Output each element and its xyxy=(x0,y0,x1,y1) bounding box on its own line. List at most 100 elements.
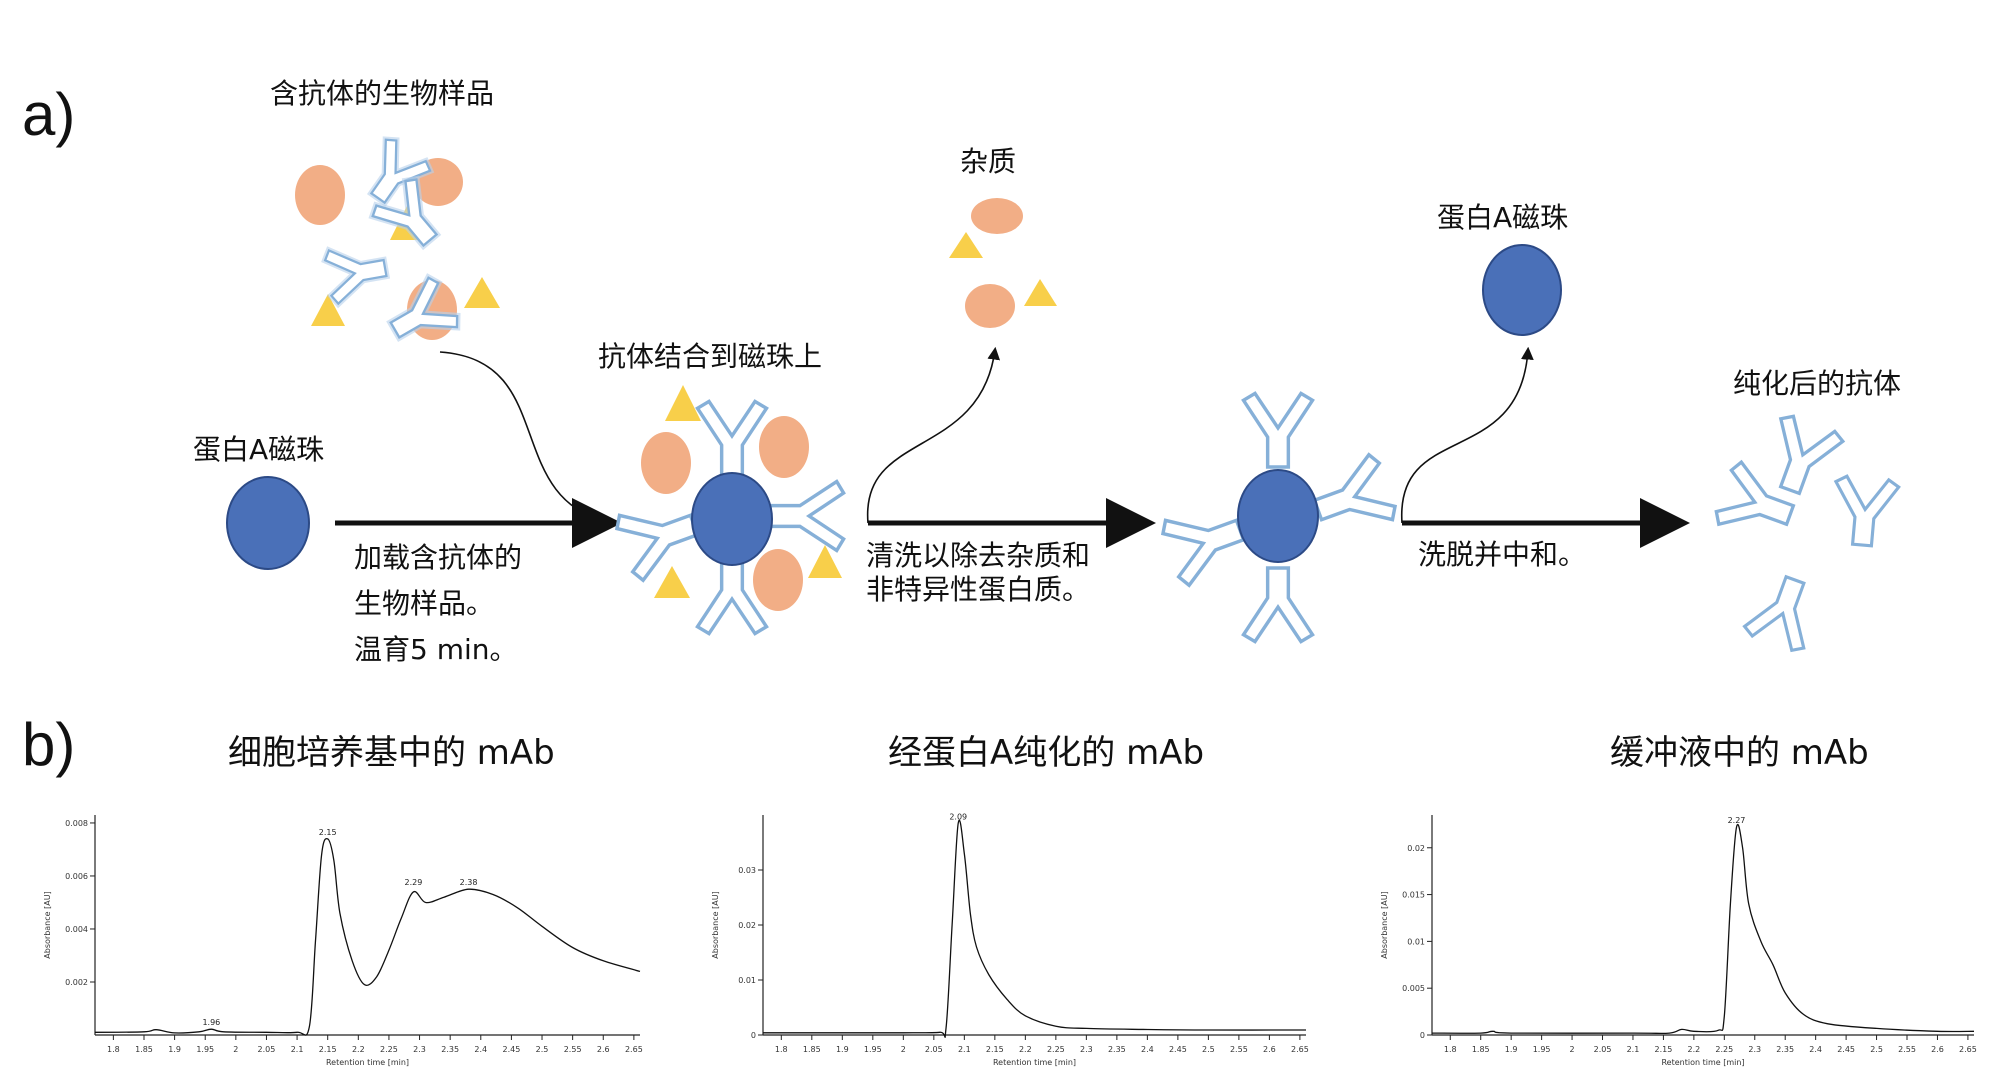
y-axis-label: Absorbance [AU] xyxy=(1380,891,1389,958)
x-tick-label: 2.65 xyxy=(1291,1045,1309,1054)
antibody-shape xyxy=(1740,567,1827,656)
antibody-shape xyxy=(768,479,846,553)
x-tick-label: 2.25 xyxy=(1715,1045,1733,1054)
x-tick-label: 2.25 xyxy=(1047,1045,1065,1054)
x-tick-label: 1.95 xyxy=(196,1045,214,1054)
x-tick-label: 1.9 xyxy=(836,1045,849,1054)
load-curve-arrow xyxy=(439,351,616,528)
x-tick-label: 2.55 xyxy=(1898,1045,1916,1054)
removed-impurities xyxy=(949,198,1057,328)
step-line: 清洗以除去杂质和 xyxy=(866,539,1091,572)
x-tick-label: 2.55 xyxy=(1230,1045,1248,1054)
antibody-shape xyxy=(695,399,769,477)
x-tick-label: 2.65 xyxy=(625,1045,643,1054)
y-tick-label: 0.008 xyxy=(65,819,88,828)
chart-title-1: 细胞培养基中的 mAb xyxy=(228,733,555,773)
step-text-elute: 洗脱并中和。 xyxy=(1418,535,1586,575)
panel-label-a: a) xyxy=(22,81,76,148)
label-bound: 抗体结合到磁珠上 xyxy=(598,340,823,373)
impurity-triangle xyxy=(311,294,345,326)
y-tick-label: 0.002 xyxy=(65,978,88,987)
impurity-ellipse xyxy=(641,432,691,494)
antibody-shape xyxy=(1241,566,1315,644)
impurity-ellipse xyxy=(971,198,1023,234)
label-sample: 含抗体的生物样品 xyxy=(270,77,495,110)
x-tick-label: 1.9 xyxy=(168,1045,181,1054)
x-tick-label: 1.95 xyxy=(864,1045,882,1054)
x-tick-label: 2.1 xyxy=(291,1045,304,1054)
x-tick-label: 2.4 xyxy=(474,1045,487,1054)
antibody-shape xyxy=(1241,391,1315,469)
antibody-shape xyxy=(1304,450,1401,545)
x-axis-label: Retention time [min] xyxy=(326,1058,409,1067)
antibody-shape xyxy=(381,275,462,355)
x-tick-label: 2.5 xyxy=(1870,1045,1883,1054)
purification-diagram xyxy=(226,0,1901,656)
impurity-ellipse xyxy=(965,284,1015,328)
wash-curve-arrow xyxy=(866,346,1001,524)
y-tick-label: 0.005 xyxy=(1402,984,1425,993)
label-bead-right: 蛋白A磁珠 xyxy=(1437,201,1569,234)
washed-complex xyxy=(1157,391,1401,644)
y-tick-label: 0.006 xyxy=(65,872,88,881)
x-tick-label: 2.2 xyxy=(1019,1045,1032,1054)
peak-label: 2.27 xyxy=(1728,816,1746,825)
y-tick-label: 0.015 xyxy=(1402,891,1425,900)
x-tick-label: 2.55 xyxy=(564,1045,582,1054)
step-line: 加载含抗体的 xyxy=(354,541,523,574)
bound-complex xyxy=(611,385,846,636)
x-tick-label: 2.05 xyxy=(258,1045,276,1054)
peak-label: 2.38 xyxy=(460,878,478,887)
impurity-triangle xyxy=(949,232,983,258)
x-tick-label: 2.15 xyxy=(986,1045,1004,1054)
impurity-triangle xyxy=(665,385,701,421)
x-tick-label: 2.35 xyxy=(1108,1045,1126,1054)
antibody-shape xyxy=(324,241,390,304)
x-tick-label: 2.6 xyxy=(597,1045,610,1054)
x-tick-label: 1.9 xyxy=(1505,1045,1518,1054)
step-line: 非特异性蛋白质。 xyxy=(866,573,1091,606)
chart-title-2: 经蛋白A纯化的 mAb xyxy=(888,733,1205,773)
step-text-load: 加载含抗体的 生物样品。 温育5 min。 xyxy=(354,535,522,673)
x-tick-label: 1.8 xyxy=(1444,1045,1457,1054)
x-tick-label: 2.5 xyxy=(1202,1045,1215,1054)
x-tick-label: 1.8 xyxy=(107,1045,120,1054)
impurity-triangle xyxy=(808,545,842,578)
step-line: 生物样品。 xyxy=(354,587,495,620)
x-tick-label: 2.45 xyxy=(1837,1045,1855,1054)
impurity-triangle xyxy=(654,566,690,598)
x-tick-label: 1.8 xyxy=(775,1045,788,1054)
label-impurities: 杂质 xyxy=(960,145,1017,178)
x-tick-label: 2 xyxy=(233,1045,238,1054)
x-axis-label: Retention time [min] xyxy=(1661,1058,1744,1067)
x-tick-label: 2.4 xyxy=(1141,1045,1154,1054)
x-tick-label: 2.1 xyxy=(958,1045,971,1054)
sample-mixture xyxy=(295,135,500,354)
x-tick-label: 2.5 xyxy=(536,1045,549,1054)
x-tick-label: 2.05 xyxy=(925,1045,943,1054)
impurity-ellipse xyxy=(753,549,803,611)
elute-curve-arrow xyxy=(1401,346,1534,524)
peak-label: 2.29 xyxy=(405,878,423,887)
x-tick-label: 1.85 xyxy=(1472,1045,1490,1054)
x-tick-label: 2 xyxy=(901,1045,906,1054)
x-tick-label: 2.2 xyxy=(352,1045,365,1054)
x-tick-label: 1.85 xyxy=(803,1045,821,1054)
peak-label: 1.96 xyxy=(202,1018,220,1027)
y-tick-label: 0.01 xyxy=(738,976,756,985)
x-tick-label: 2.35 xyxy=(441,1045,459,1054)
impurity-triangle xyxy=(1024,279,1057,306)
antibody-shape xyxy=(1829,473,1901,550)
y-tick-label: 0 xyxy=(1420,1031,1425,1040)
protein-a-bead xyxy=(1482,244,1562,336)
x-tick-label: 2.3 xyxy=(1748,1045,1761,1054)
y-tick-label: 0.02 xyxy=(1407,844,1425,853)
panel-label-b: b) xyxy=(22,711,76,778)
x-tick-label: 2.6 xyxy=(1263,1045,1276,1054)
impurity-ellipse xyxy=(759,416,809,478)
x-tick-label: 2.6 xyxy=(1931,1045,1944,1054)
x-tick-label: 2.45 xyxy=(1169,1045,1187,1054)
x-axis-label: Retention time [min] xyxy=(993,1058,1076,1067)
x-tick-label: 2.4 xyxy=(1809,1045,1822,1054)
x-tick-label: 2.15 xyxy=(1655,1045,1673,1054)
